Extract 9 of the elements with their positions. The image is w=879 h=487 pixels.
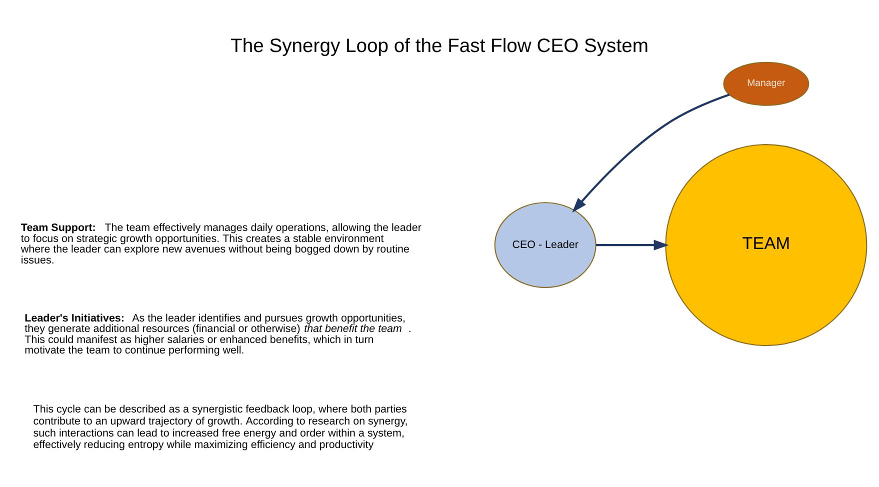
diagram-title: The Synergy Loop of the Fast Flow CEO System <box>230 34 648 57</box>
node-ellipse: CEO - Leader <box>494 202 596 288</box>
label: Team Support: The team effectively manages daily operations, allowing the leader to focus on strategic growth opportunities. This creates a stable environment where the leader can explore new avenues without being bogged down by routine issues. <box>20 222 422 266</box>
arrow <box>596 239 669 250</box>
label: This cycle can be described as a synergistic feedback loop, where both parties contribute to an upward trajectory of growth. According to research on synergy, such interactions can lead to increased free energy and order within a system, effectively reducing entropy while maximizing efficiency and productivity <box>33 403 408 451</box>
node-circle: TEAM <box>665 144 868 346</box>
node-ellipse: Manager <box>723 61 810 106</box>
arrow <box>572 93 730 212</box>
label: Leader's Initiatives: As the leader identifies and pursues growth opportunities, they generate additional resources (financial or otherwise) that benefit the team. This could manifest as higher salaries or enhanced benefits, which in turn motivate the team to continue performing well. <box>24 312 412 356</box>
